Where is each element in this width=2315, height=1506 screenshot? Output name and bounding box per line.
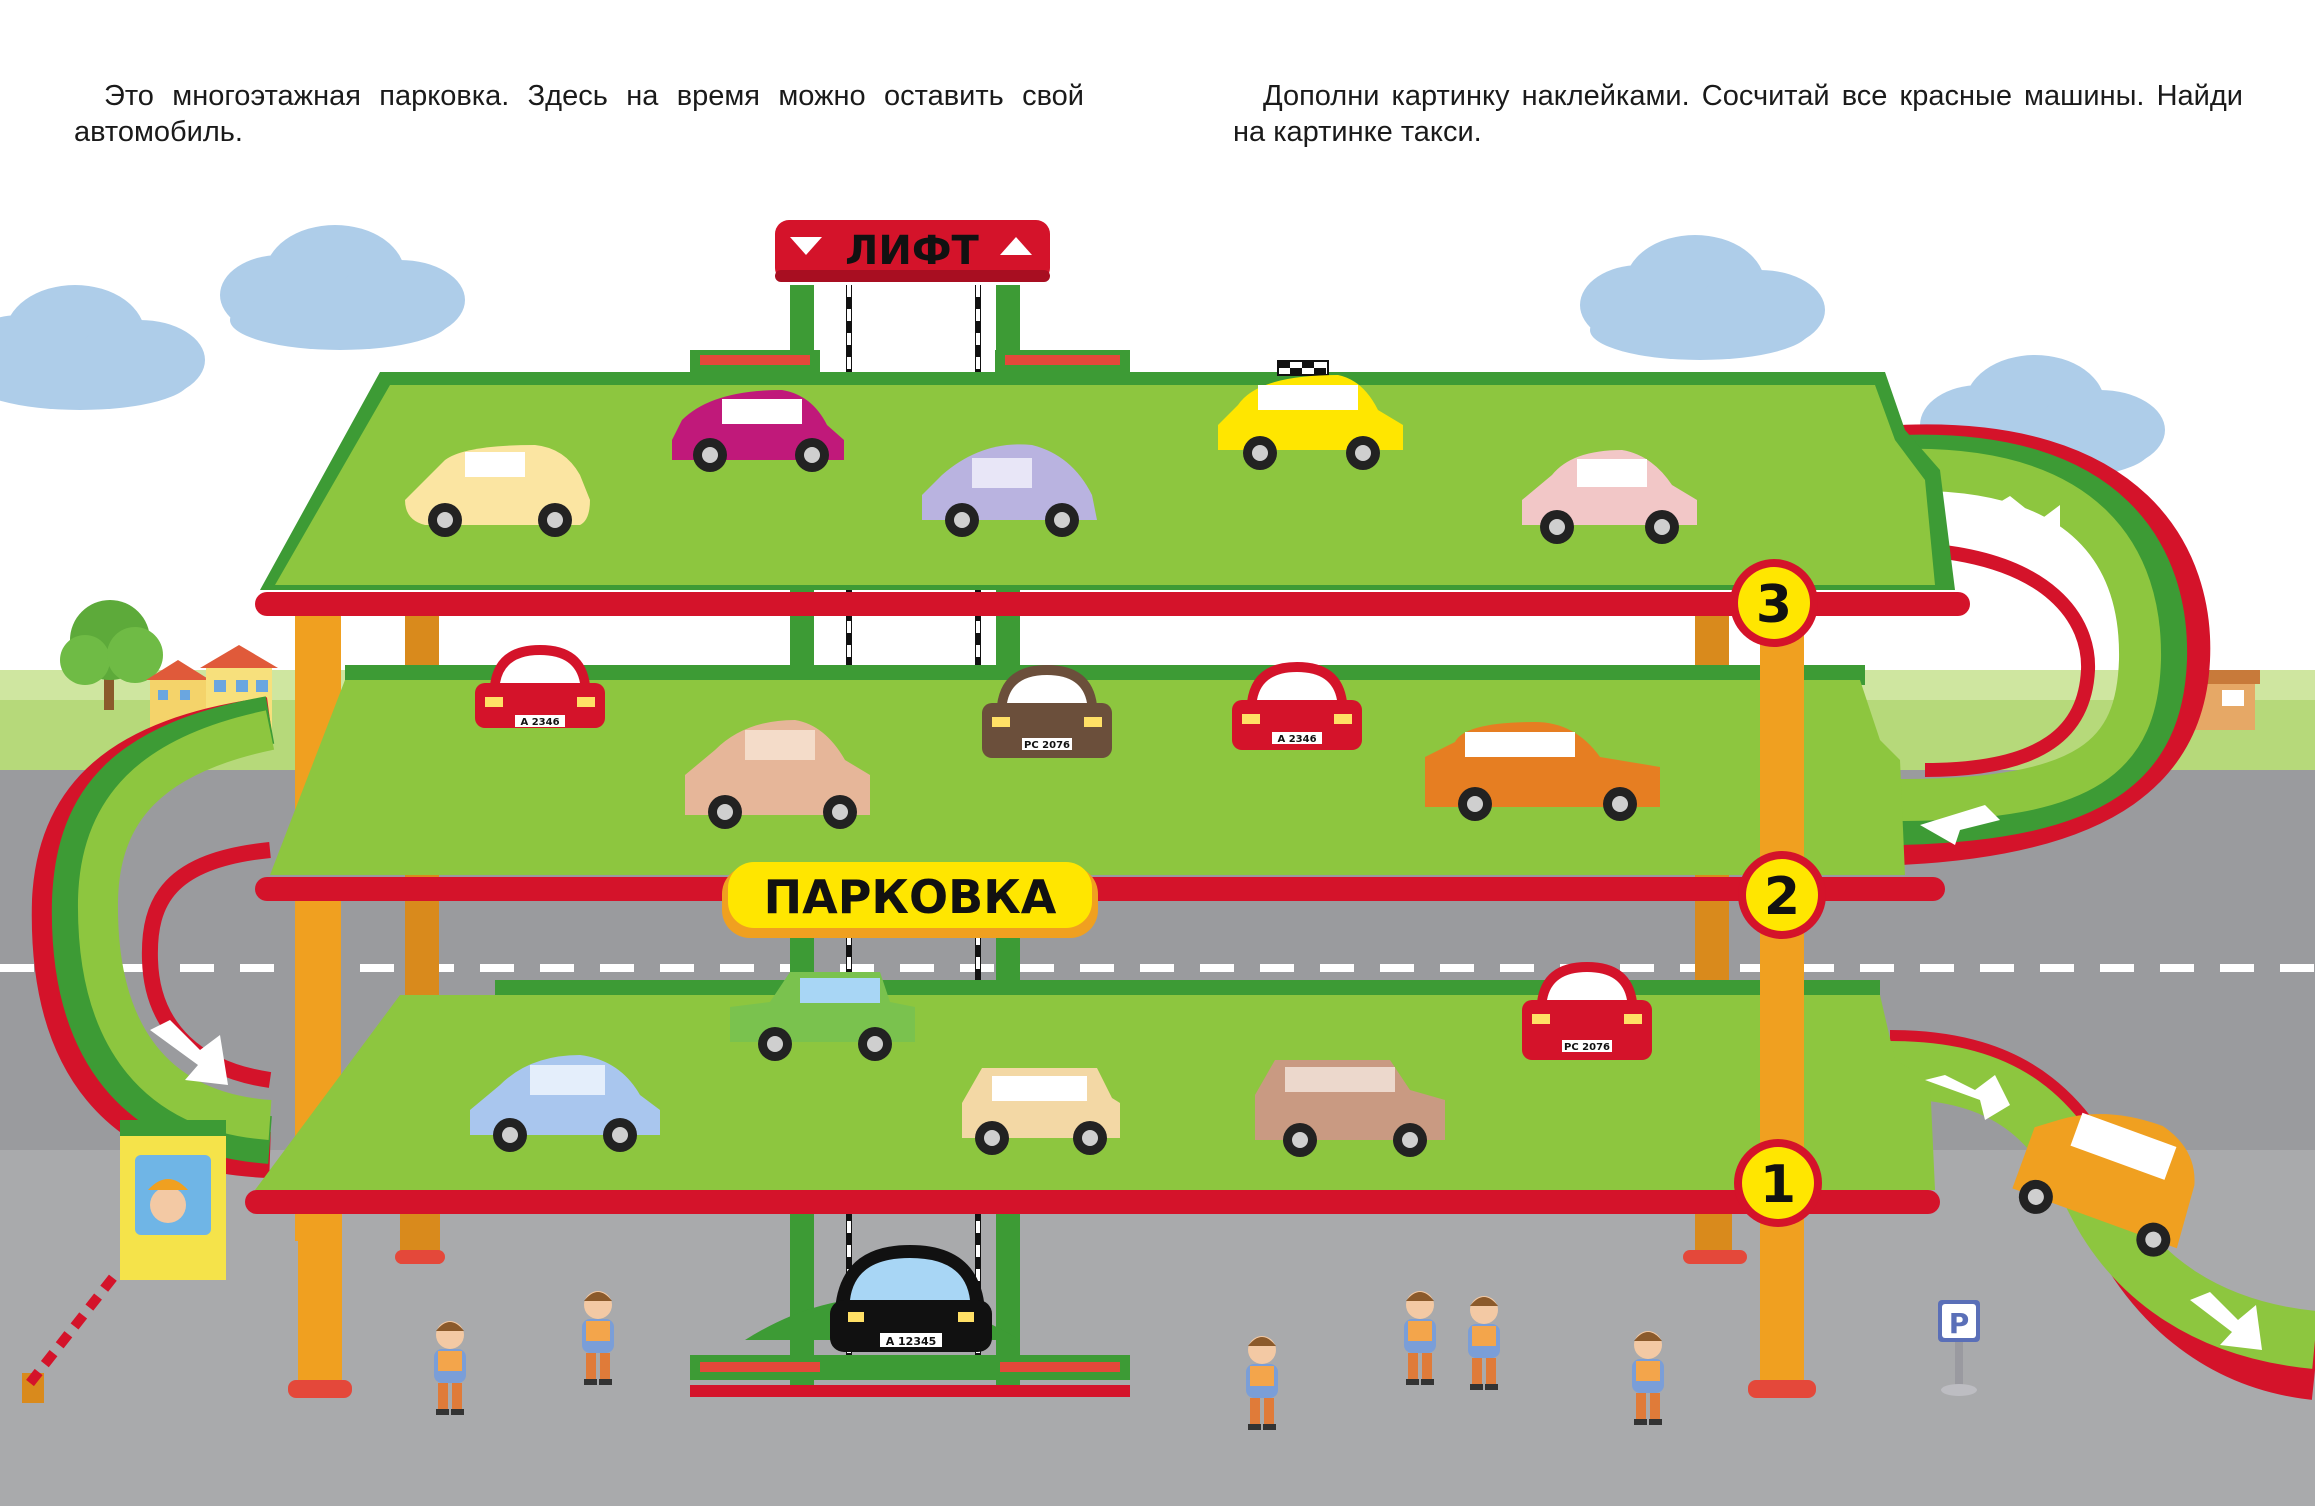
plate-a2346-1: A 2346 [520, 717, 559, 728]
floor-3-number: 3 [1756, 575, 1792, 635]
taxi-car [1218, 360, 1403, 470]
pillars-front [288, 620, 1816, 1398]
beige-car [685, 720, 870, 829]
lift-label: ЛИФТ [845, 228, 979, 274]
floor-1-number: 1 [1760, 1155, 1796, 1215]
black-car-lift: A 12345 [830, 1245, 992, 1352]
floor-1-marker: 1 [1734, 1139, 1822, 1227]
cream-car [405, 445, 590, 537]
arrow-down-icon [790, 237, 822, 255]
plate-pc2076-2: PC 2076 [1564, 1042, 1610, 1053]
red-car-front-2: A 2346 [1232, 662, 1362, 750]
floor-2-marker: 2 [1738, 851, 1826, 939]
arrow-up-icon [1000, 237, 1032, 255]
green-jeep [730, 972, 915, 1061]
tree [60, 600, 163, 710]
parking-sign: ПАРКОВКА [722, 862, 1098, 938]
arrow-right-icon [150, 496, 2262, 1350]
ramp-right-upper [1898, 424, 2211, 865]
orange-car-exiting [2012, 1112, 2195, 1262]
floor-3-marker: 3 [1730, 559, 1818, 647]
parking-symbol: P [1949, 1307, 1970, 1340]
brown-suv [1255, 1060, 1445, 1157]
orange-van [1425, 722, 1660, 821]
arrow-left-icon [1920, 805, 2060, 845]
lavender-car [922, 444, 1097, 537]
lift-sign: ЛИФТ [775, 220, 1050, 282]
parking-sign-icon: P [1938, 1300, 1980, 1396]
pink-car [1522, 450, 1697, 544]
task-paragraph: Дополни картинку наклейками. Сосчитай вс… [1233, 80, 2243, 148]
red-car-front-3: PC 2076 [1522, 962, 1652, 1060]
floor-2-number: 2 [1764, 867, 1800, 927]
guard-booth [120, 1120, 226, 1280]
magenta-car [672, 390, 844, 472]
intro-paragraph: Это многоэтажная парковка. Здесь на врем… [74, 80, 1084, 148]
barrier-gate[interactable] [22, 1271, 119, 1403]
plate-pc2076-1: PC 2076 [1024, 740, 1070, 751]
brown-car-front: PC 2076 [982, 665, 1112, 758]
plate-a2346-2: A 2346 [1277, 734, 1316, 745]
red-car-front-1: A 2346 [475, 645, 605, 728]
parking-label: ПАРКОВКА [764, 870, 1057, 924]
light-blue-car [470, 1055, 660, 1152]
tan-suv [962, 1068, 1120, 1155]
plate-a12345: A 12345 [886, 1335, 937, 1348]
